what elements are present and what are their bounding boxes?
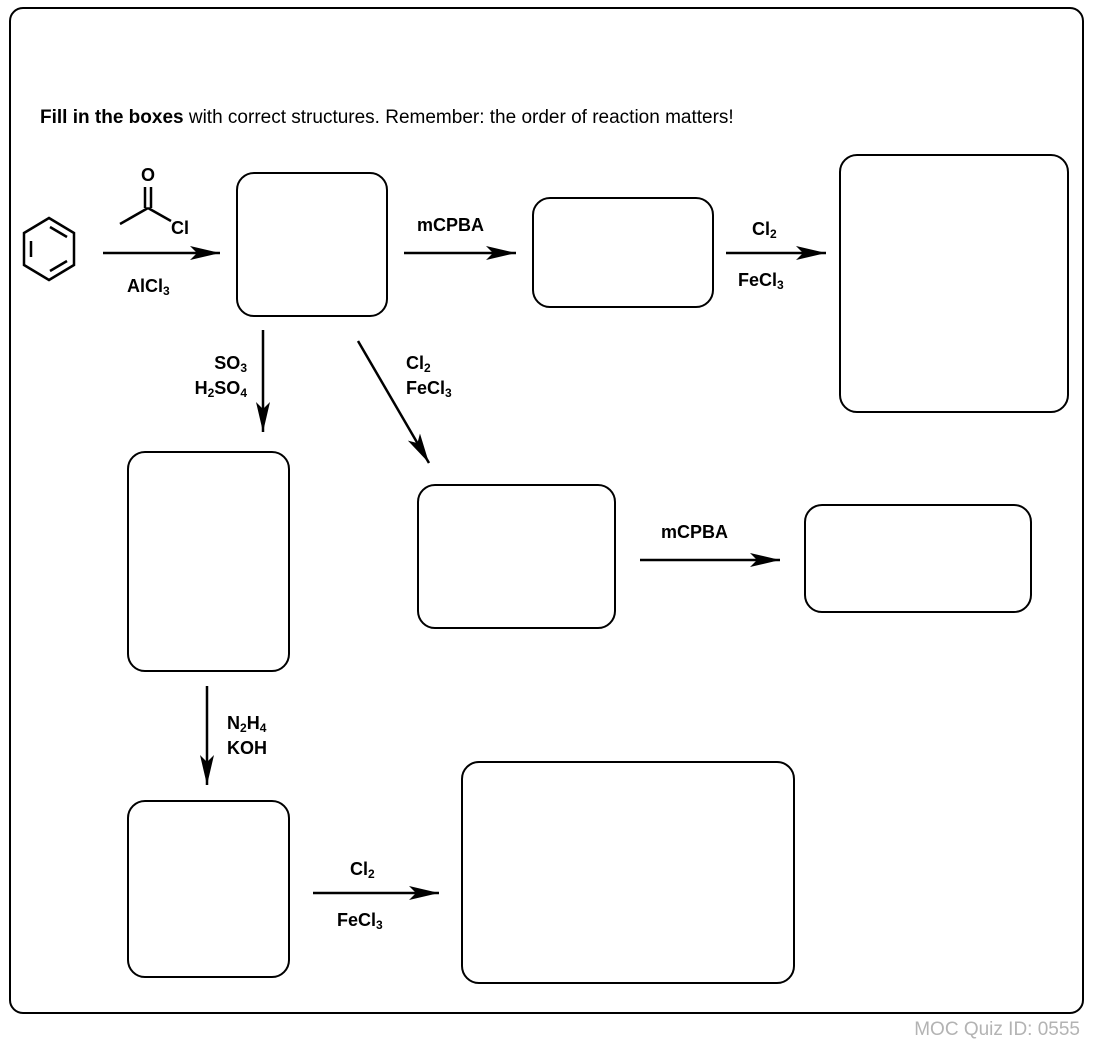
answer-box-4[interactable] xyxy=(127,451,290,672)
n2h4-label: N2H4 xyxy=(227,713,267,735)
instructions-rest: with correct structures. Remember: the o… xyxy=(183,107,734,128)
so3-label: SO3 xyxy=(214,353,247,375)
answer-box-8[interactable] xyxy=(461,761,795,984)
benzene-structure xyxy=(22,216,76,282)
answer-box-1[interactable] xyxy=(236,172,388,317)
quiz-frame xyxy=(9,7,1084,1014)
answer-box-6[interactable] xyxy=(804,504,1032,613)
acyl-chlorine-label: Cl xyxy=(171,218,189,238)
mcpba-label-1: mCPBA xyxy=(417,215,485,235)
alcl3-label: AlCl3 xyxy=(127,276,170,298)
h2so4-label: H2SO4 xyxy=(194,378,247,400)
koh-label: KOH xyxy=(227,738,267,758)
cl2-label-top: Cl2 xyxy=(752,219,777,241)
fecl3-label-bottom: FeCl3 xyxy=(337,910,383,932)
acetyl-chloride-structure xyxy=(119,187,172,226)
answer-box-2[interactable] xyxy=(532,197,714,308)
instructions-text: Fill in the boxes with correct structure… xyxy=(40,107,734,129)
mcpba-label-2: mCPBA xyxy=(661,522,729,542)
fecl3-label-diag: FeCl3 xyxy=(406,378,452,400)
answer-box-7[interactable] xyxy=(127,800,290,978)
quiz-id-label: MOC Quiz ID: 0555 xyxy=(914,1019,1080,1040)
answer-box-5[interactable] xyxy=(417,484,616,629)
fecl3-label-top: FeCl3 xyxy=(738,270,784,292)
acyl-oxygen-label: O xyxy=(141,165,156,185)
cl2-label-diag: Cl2 xyxy=(406,353,431,375)
instructions-bold: Fill in the boxes xyxy=(40,107,184,128)
arrow-chlorination-diag xyxy=(356,340,431,464)
cl2-label-bottom: Cl2 xyxy=(350,859,375,881)
answer-box-3[interactable] xyxy=(839,154,1069,413)
